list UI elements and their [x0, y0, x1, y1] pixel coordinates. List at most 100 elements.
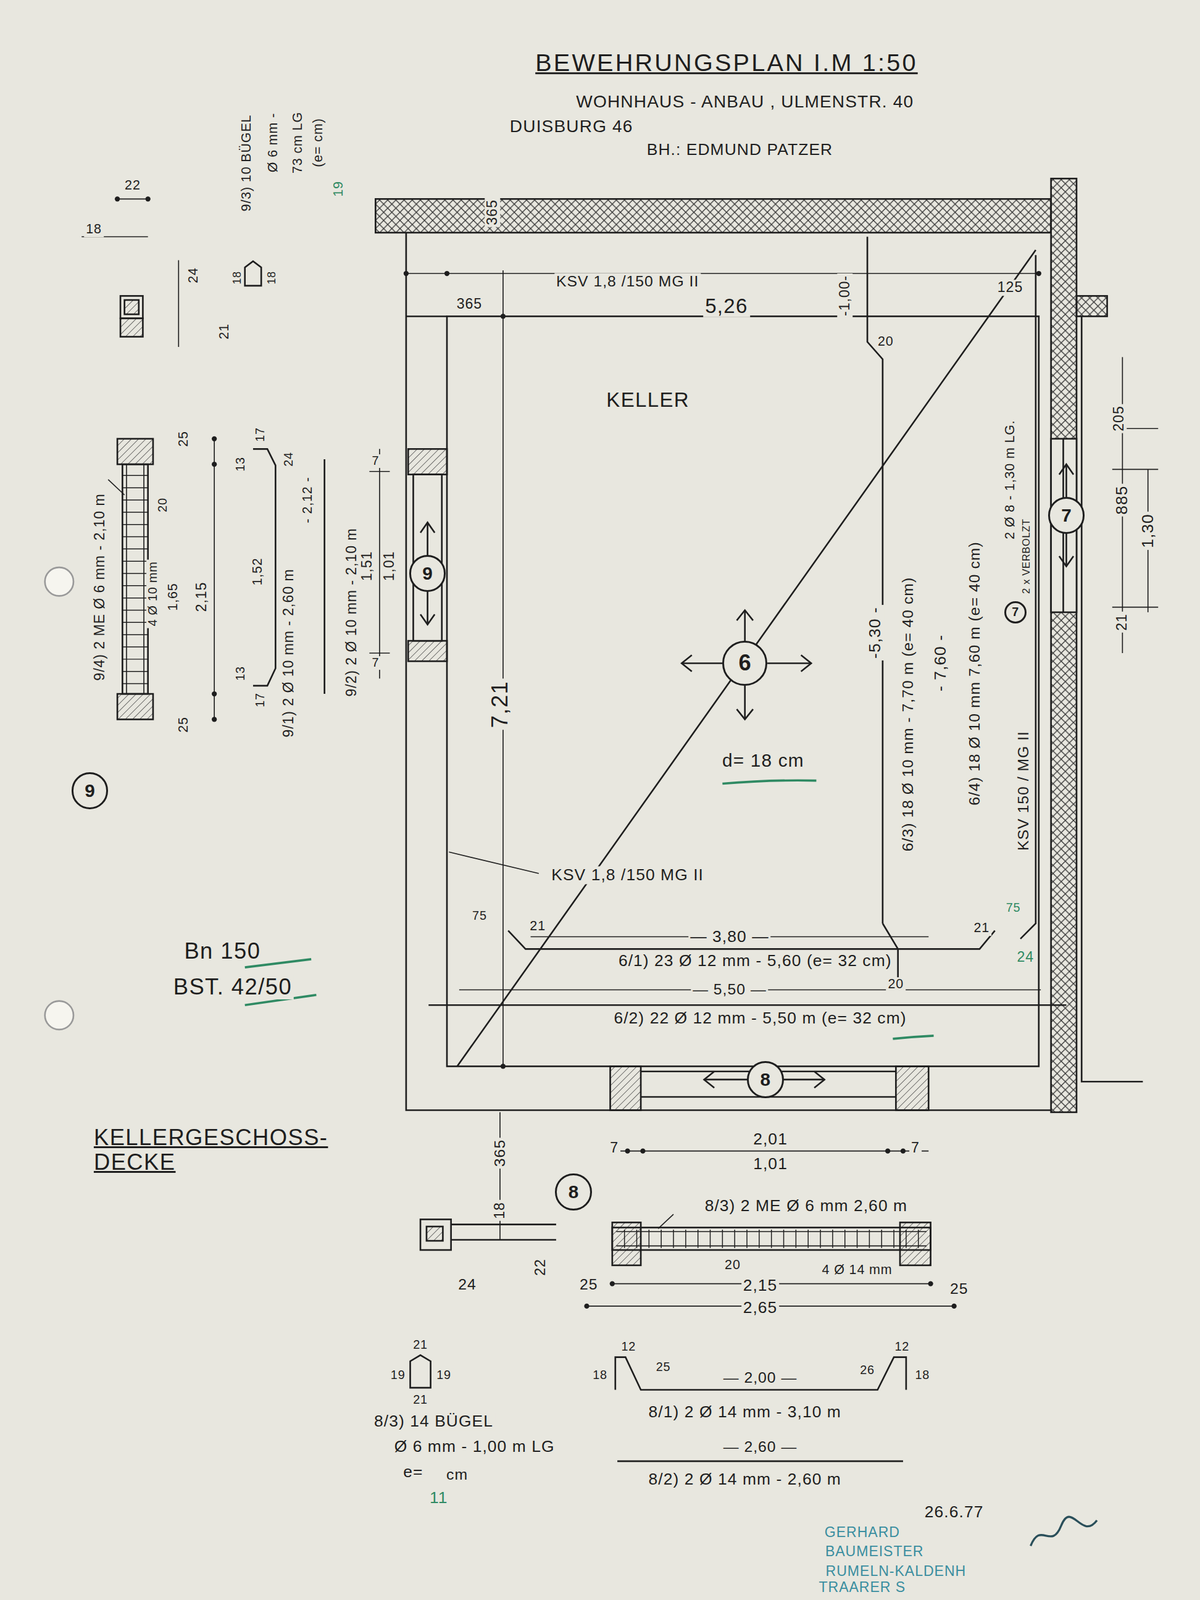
drawing-label: 18: [83, 222, 104, 238]
drawing-label: 21: [527, 919, 548, 934]
drawing-label: d= 18 cm: [720, 750, 807, 771]
drawing-label: KSV 150 / MG II: [1014, 729, 1032, 853]
drawing-label: 1,01: [751, 1155, 790, 1174]
drawing-label: 25: [577, 1276, 600, 1294]
callout-circle: 7: [1004, 601, 1027, 624]
drawing-label: KELLERGESCHOSS- DECKE: [91, 1125, 368, 1175]
drawing-label: 8/2) 2 Ø 14 mm - 2,60 m: [646, 1470, 844, 1489]
drawing-label: 24: [186, 266, 202, 286]
callout-circle: 9: [409, 554, 447, 592]
drawing-label: BH.: EDMUND PATZER: [645, 140, 836, 159]
drawing-label: 11: [427, 1488, 450, 1507]
drawing-label: 2 Ø 8 - 1,30 m LG.: [1003, 417, 1018, 541]
drawing-label: 12: [892, 1340, 912, 1354]
drawing-label: 18: [590, 1368, 610, 1383]
drawing-label: — 2,60 —: [721, 1438, 800, 1455]
drawing-label: 1,01: [382, 549, 398, 584]
drawing-label: 21: [971, 920, 992, 936]
drawing-label: 1,51: [359, 549, 375, 584]
drawing-label: 2,15: [741, 1276, 780, 1295]
drawing-label: 18: [491, 1200, 508, 1221]
drawing-label: 4 Ø 10 mm: [146, 559, 160, 628]
drawing-label: 19: [331, 179, 347, 199]
drawing-label: 7: [369, 656, 381, 671]
drawing-label: 17: [253, 690, 268, 710]
drawing-label: 9/1) 2 Ø 10 mm - 2,60 m: [280, 566, 297, 739]
drawing-label: 7: [608, 1140, 621, 1156]
drawing-label: 25: [654, 1360, 673, 1375]
drawing-label: 73 cm LG: [290, 109, 306, 176]
drawing-label: 9/2) 2 Ø 10 mm - 2,10 m: [344, 525, 360, 699]
drawing-label: 205: [1111, 403, 1128, 433]
callout-circle: 6: [722, 640, 768, 686]
drawing-label: 4 Ø 14 mm: [820, 1262, 895, 1278]
drawing-label: 20: [875, 334, 896, 350]
drawing-label: Ø 6 mm - 1,00 m LG: [392, 1437, 557, 1456]
drawing-label: 2,65: [741, 1299, 780, 1318]
drawing-label: -1,00-: [837, 273, 853, 318]
drawing-label: KELLER: [604, 388, 692, 412]
callout-number: 9: [422, 564, 433, 583]
drawing-label: 8/1) 2 Ø 14 mm - 3,10 m: [646, 1403, 844, 1421]
drawing-label: 18: [265, 269, 278, 287]
line-work: [45, 178, 1159, 1462]
drawing-label: 22: [122, 178, 143, 194]
drawing-label: 20: [156, 495, 171, 515]
callout-circle: 9: [71, 772, 109, 810]
drawing-label: 885: [1113, 483, 1132, 517]
drawing-label: 25: [176, 714, 192, 735]
drawing-label: Bn 150: [182, 938, 263, 964]
drawing-label: -5,30 -: [866, 604, 885, 661]
drawing-label: 13: [233, 454, 248, 474]
drawing-label: 75: [1004, 901, 1023, 915]
drawing-label: 75: [470, 909, 489, 924]
drawing-label: 6/2) 22 Ø 12 mm - 5,50 m (e= 32 cm): [611, 1009, 909, 1028]
drawing-label: 21: [1114, 612, 1131, 634]
drawing-label: (e= cm): [311, 116, 326, 170]
drawing-label: 21: [411, 1338, 430, 1352]
drawing-label: KSV 1,8 /150 MG II: [554, 273, 701, 291]
drawing-label: 20: [722, 1258, 743, 1273]
drawing-label: 25: [948, 1280, 971, 1297]
drawing-label: 13: [233, 664, 248, 683]
drawing-label: 5,26: [703, 295, 750, 318]
drawing-label: 17: [253, 425, 268, 444]
drawing-label: cm: [444, 1466, 470, 1483]
drawing-label: 19: [434, 1368, 454, 1383]
drawing-label: 1,52: [250, 555, 266, 588]
callout-circle: 8: [554, 1173, 592, 1211]
drawing-label: 12: [619, 1340, 638, 1354]
drawing-label: — 2,00 —: [721, 1369, 800, 1386]
green-marks: [245, 780, 934, 1039]
drawing-label: TRAARER S: [816, 1579, 908, 1596]
drawing-label: 2,01: [751, 1130, 790, 1149]
drawing-label: 9/4) 2 ME Ø 6 mm - 2,10 m: [91, 491, 108, 683]
drawing-label: 365: [491, 1137, 509, 1169]
callout-circle: 7: [1048, 496, 1086, 534]
drawing-label: 125: [995, 279, 1025, 296]
drawing-label: 22: [532, 1256, 549, 1278]
drawing-label: - 7,60 -: [932, 632, 950, 694]
drawing-label: DUISBURG 46: [508, 117, 636, 137]
callout-number: 9: [84, 781, 96, 800]
drawing-label: 7: [369, 454, 381, 468]
drawing-label: BAUMEISTER: [823, 1544, 926, 1560]
plan-title: BEWEHRUNGSPLAN I.M 1:50: [533, 50, 920, 78]
drawing-label: 21: [217, 321, 233, 342]
drawing-label: — 3,80 —: [688, 927, 771, 946]
drawing-label: 365: [485, 197, 501, 227]
drawing-label: 2,15: [194, 580, 210, 615]
drawing-label: Ø 6 mm -: [266, 111, 281, 175]
drawing-label: 24: [456, 1276, 479, 1294]
drawing-label: RUMELN-KALDENH: [824, 1563, 969, 1580]
drawing-label: 6/3) 18 Ø 10 mm - 7,70 m (e= 40 cm): [900, 575, 917, 854]
callout-number: 8: [760, 1070, 771, 1089]
drawing-label: KSV 1,8 /150 MG II: [549, 866, 706, 885]
drawing-label: BST. 42/50: [171, 974, 294, 1000]
drawing-label: - 2,12 -: [300, 475, 316, 526]
drawing-label: 24: [1015, 949, 1037, 965]
drawing-label: 7: [909, 1140, 922, 1156]
drawing-label: 18: [913, 1368, 933, 1383]
drawing-label: 365: [454, 296, 484, 312]
drawing-label: — 5,50 —: [690, 981, 769, 999]
